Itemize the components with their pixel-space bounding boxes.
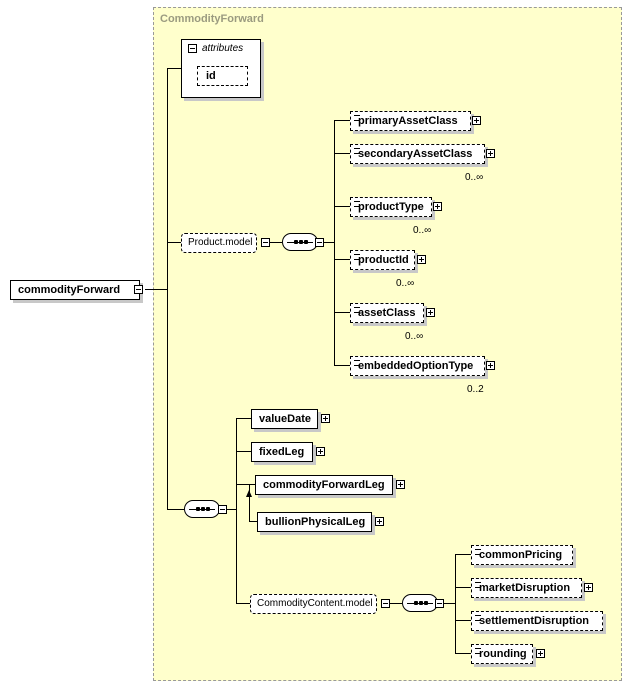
collapse-icon[interactable]	[218, 505, 227, 514]
product-model-group[interactable]: Product.model	[181, 233, 257, 253]
expand-icon[interactable]	[417, 255, 426, 264]
element-value-date[interactable]: valueDate	[251, 409, 318, 429]
element-fixed-leg[interactable]: fixedLeg	[251, 442, 313, 462]
element-asset-class[interactable]: assetClass	[350, 303, 424, 323]
sequence-compositor-icon	[282, 233, 318, 251]
element-bullion-physical-leg[interactable]: bullionPhysicalLeg	[257, 512, 372, 532]
cardinality-label: 0..∞	[405, 331, 424, 342]
collapse-icon[interactable]	[435, 599, 444, 608]
element-product-id[interactable]: productId	[350, 250, 415, 270]
cardinality-label: 0..∞	[396, 278, 415, 289]
element-common-pricing[interactable]: commonPricing	[471, 545, 573, 565]
collapse-icon[interactable]	[188, 44, 197, 53]
sequence-compositor-icon	[184, 500, 220, 518]
expand-icon[interactable]	[584, 583, 593, 592]
collapse-icon[interactable]	[261, 238, 270, 247]
cardinality-label: 0..2	[467, 384, 484, 395]
element-settlement-disruption[interactable]: settlementDisruption	[471, 611, 603, 631]
product-model-label: Product.model	[188, 237, 253, 248]
element-product-type[interactable]: productType	[350, 197, 432, 217]
expand-icon[interactable]	[433, 202, 442, 211]
element-rounding[interactable]: rounding	[471, 644, 533, 664]
attribute-id[interactable]: id	[197, 66, 248, 86]
element-secondary-asset-class[interactable]: secondaryAssetClass	[350, 144, 485, 164]
element-commodity-forward-leg[interactable]: commodityForwardLeg	[255, 475, 393, 495]
commodity-content-model-label: CommodityContent.model	[257, 598, 373, 609]
expand-icon[interactable]	[486, 149, 495, 158]
attribute-id-label: id	[206, 70, 216, 82]
type-title: CommodityForward	[160, 13, 264, 25]
cardinality-label: 0..∞	[413, 225, 432, 236]
expand-icon[interactable]	[426, 308, 435, 317]
collapse-icon[interactable]	[315, 238, 324, 247]
element-market-disruption[interactable]: marketDisruption	[471, 578, 582, 598]
expand-icon[interactable]	[375, 517, 384, 526]
collapse-icon[interactable]	[381, 599, 390, 608]
collapse-icon[interactable]	[134, 285, 143, 294]
attributes-box: attributes id	[181, 39, 261, 98]
element-embedded-option-type[interactable]: embeddedOptionType	[350, 356, 485, 376]
attributes-label: attributes	[202, 43, 244, 54]
expand-icon[interactable]	[472, 116, 481, 125]
root-element[interactable]: commodityForward	[10, 280, 140, 300]
expand-icon[interactable]	[536, 649, 545, 658]
root-element-label: commodityForward	[18, 284, 121, 296]
expand-icon[interactable]	[396, 480, 405, 489]
expand-icon[interactable]	[486, 361, 495, 370]
sequence-compositor-icon	[402, 594, 438, 612]
cardinality-label: 0..∞	[465, 172, 484, 183]
commodity-content-model-group[interactable]: CommodityContent.model	[250, 594, 377, 614]
expand-icon[interactable]	[321, 414, 330, 423]
element-primary-asset-class[interactable]: primaryAssetClass	[350, 111, 471, 131]
expand-icon[interactable]	[316, 447, 325, 456]
